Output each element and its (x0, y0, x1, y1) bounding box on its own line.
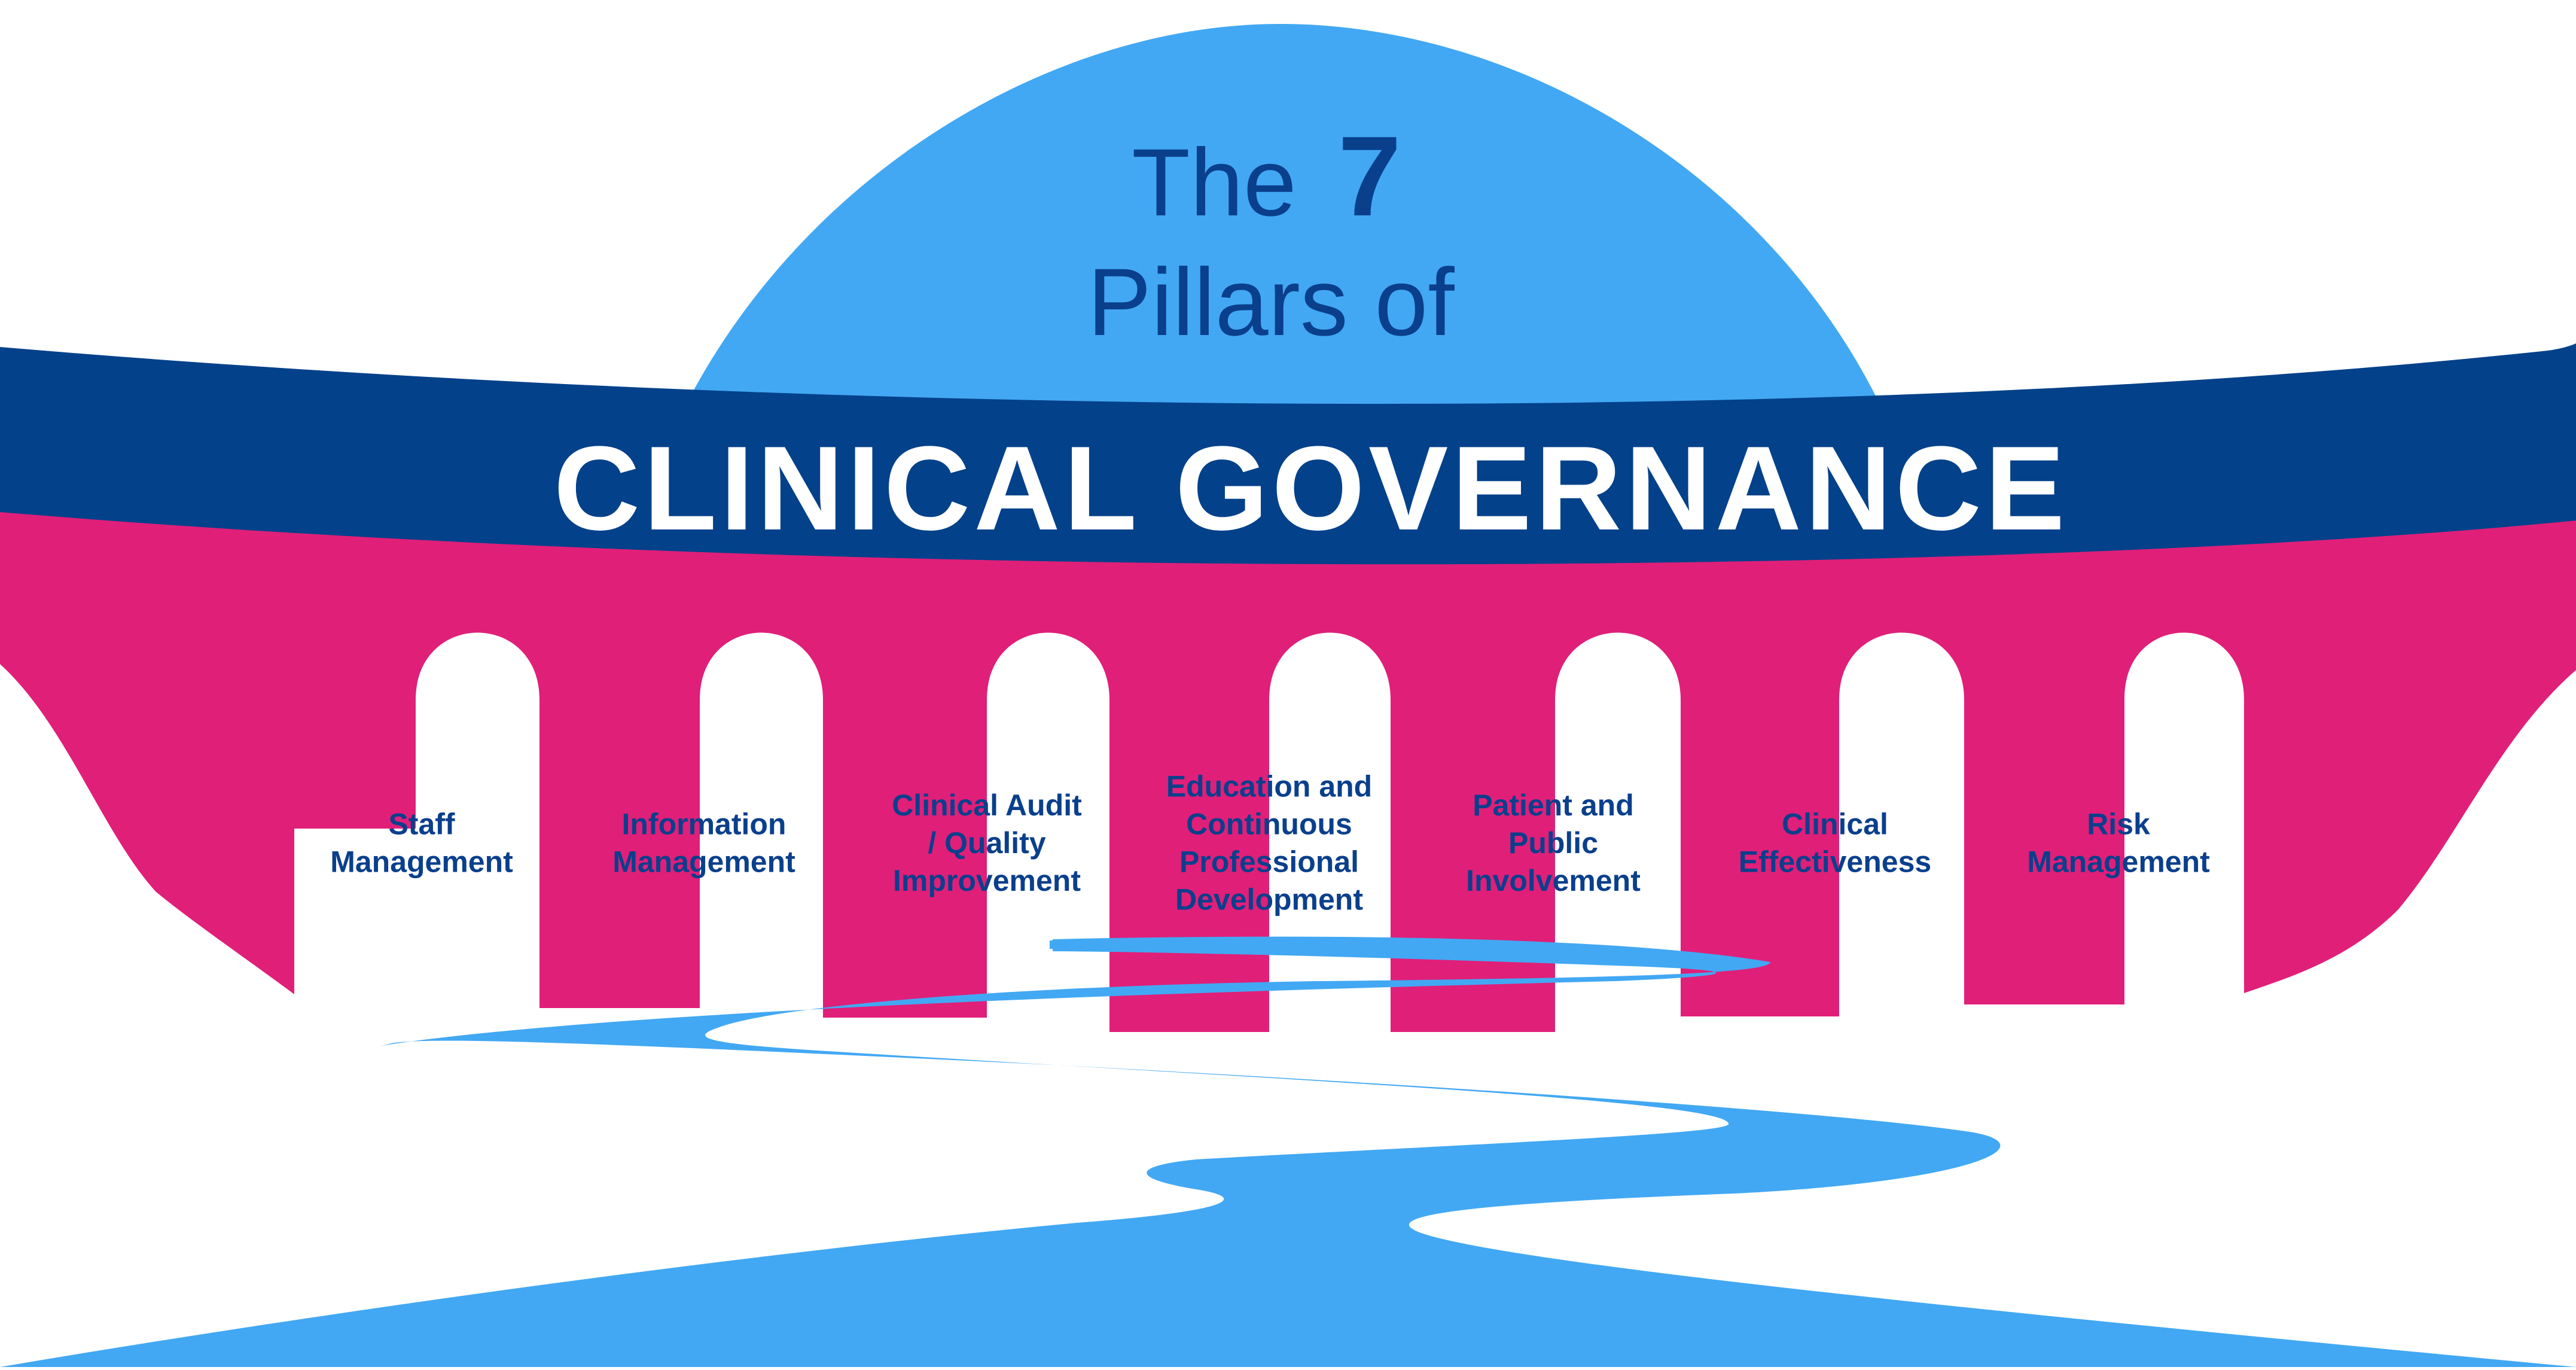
pillar-label-line: Management (612, 845, 795, 879)
pillar-label-line: / Quality (928, 826, 1045, 860)
pillar-label-line: Development (1175, 883, 1363, 917)
pillar-label-line: Information (622, 808, 786, 841)
title-prefix: The (1132, 129, 1297, 236)
pillar-label-line: Clinical (1782, 808, 1888, 841)
pillar-foot (1391, 957, 1429, 1032)
pillar-label-line: Public (1508, 826, 1598, 860)
river-far-ribbon (0, 936, 2576, 1367)
pillar-foot (1681, 957, 1719, 1016)
banner-title: CLINICAL GOVERNANCE (554, 422, 2069, 555)
pillar-foot (1964, 957, 2001, 1004)
pillar-label-line: Education and (1166, 770, 1372, 803)
river-back-channel (1050, 939, 1461, 957)
bridge-body (0, 509, 2576, 1032)
pillar-label-line: Clinical Audit (892, 788, 1082, 822)
title-banner (0, 343, 2576, 565)
pillar-label-line: Management (2027, 845, 2210, 879)
pillar-label-line: Management (330, 845, 513, 879)
river (0, 936, 2576, 1367)
sky-dome (682, 24, 1884, 413)
pillar-foot (823, 957, 861, 1018)
title-number: 7 (1338, 113, 1401, 240)
pillar-foot (539, 957, 578, 1008)
pillar-label-line: Patient and (1473, 788, 1633, 822)
pillar-label-line: Continuous (1186, 808, 1352, 841)
title-line-2: Pillars of (1087, 248, 1455, 355)
pillar-label-line: Professional (1179, 845, 1359, 879)
pillar-label-line: Effectiveness (1739, 845, 1931, 879)
pillar-label-line: Staff (388, 808, 455, 841)
pillar-label-line: Improvement (893, 864, 1081, 897)
pillar-label-line: Risk (2087, 808, 2150, 841)
pillar-label-line: Involvement (1466, 864, 1641, 897)
